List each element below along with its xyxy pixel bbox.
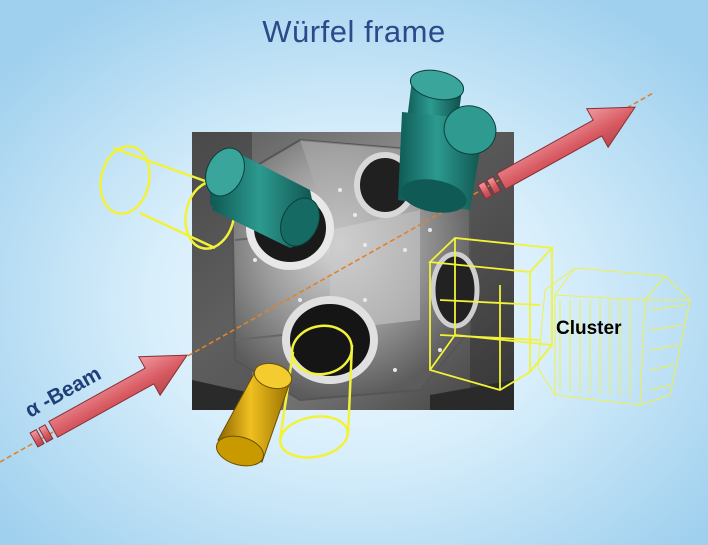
outgoing-beam-arrow — [477, 106, 637, 200]
cluster-wireframe — [427, 237, 691, 406]
teal-detector-right — [398, 69, 497, 213]
detector-outline-bottom — [278, 324, 354, 459]
diagram-title: Würfel frame — [262, 14, 446, 49]
gold-detector — [216, 362, 293, 467]
incoming-beam-arrow — [29, 354, 189, 448]
beam-label: α -Beam — [21, 362, 105, 422]
teal-detector-left — [205, 147, 320, 248]
cluster-label: Cluster — [556, 318, 622, 339]
